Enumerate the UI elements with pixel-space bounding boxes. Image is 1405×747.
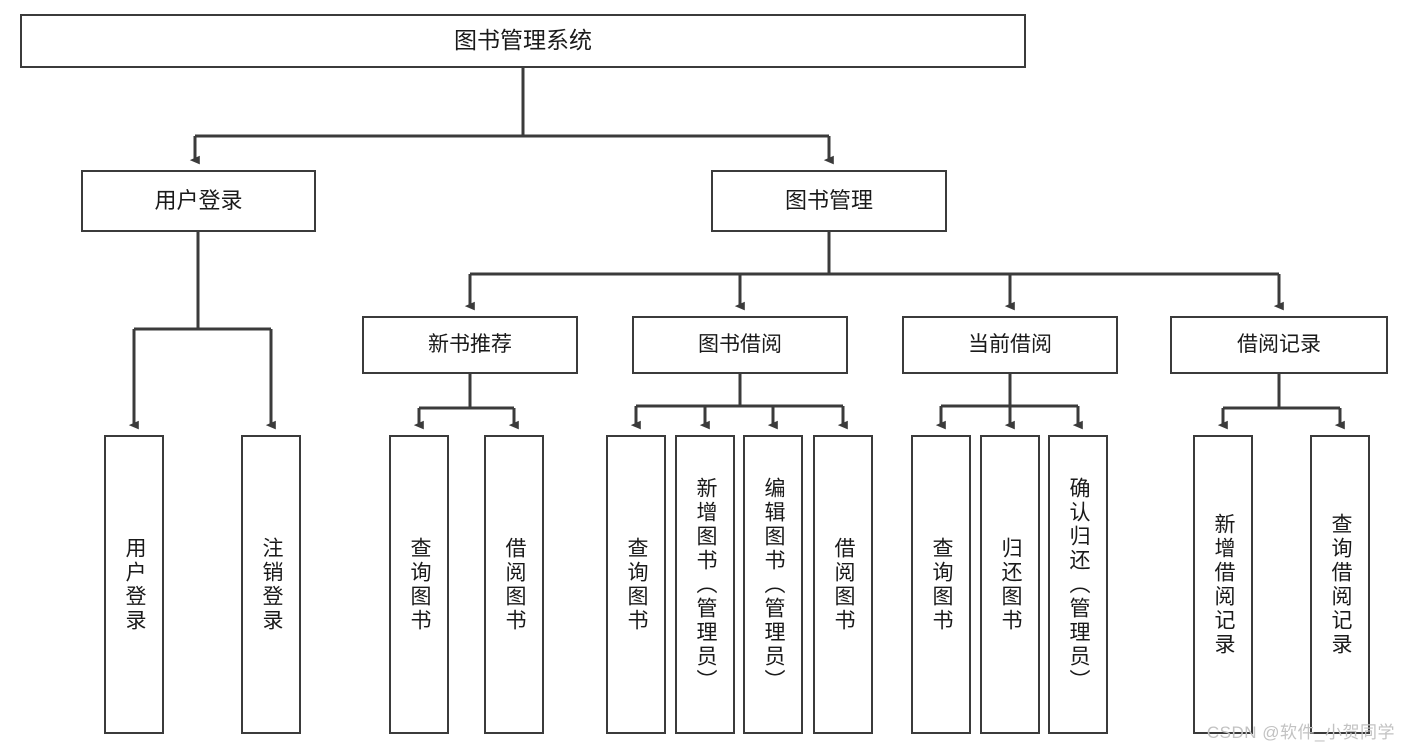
node-label: 新增借阅记录 bbox=[1212, 512, 1236, 657]
node-label: 图书借阅 bbox=[698, 332, 782, 356]
node-leaf-borrow-book-2[interactable]: 借阅图书 bbox=[813, 435, 873, 734]
node-leaf-add-record[interactable]: 新增借阅记录 bbox=[1193, 435, 1253, 734]
node-leaf-user-login[interactable]: 用户登录 bbox=[104, 435, 164, 734]
node-current-borrow[interactable]: 当前借阅 bbox=[902, 316, 1118, 374]
node-label: 查询图书 bbox=[930, 536, 954, 633]
node-label: 图书管理系统 bbox=[454, 27, 592, 54]
node-leaf-confirm-return[interactable]: 确认归还（管理员） bbox=[1048, 435, 1108, 734]
node-leaf-query-book-2[interactable]: 查询图书 bbox=[606, 435, 666, 734]
node-label: 当前借阅 bbox=[968, 332, 1052, 356]
node-leaf-borrow-book-1[interactable]: 借阅图书 bbox=[484, 435, 544, 734]
node-label: 新增图书（管理员） bbox=[694, 476, 718, 693]
node-label: 借阅记录 bbox=[1237, 332, 1321, 356]
node-leaf-return-book[interactable]: 归还图书 bbox=[980, 435, 1040, 734]
node-leaf-edit-book[interactable]: 编辑图书（管理员） bbox=[743, 435, 803, 734]
node-book-borrow[interactable]: 图书借阅 bbox=[632, 316, 848, 374]
node-label: 查询图书 bbox=[625, 536, 649, 633]
node-root-system[interactable]: 图书管理系统 bbox=[20, 14, 1026, 68]
node-label: 查询借阅记录 bbox=[1329, 512, 1353, 657]
node-borrow-record[interactable]: 借阅记录 bbox=[1170, 316, 1388, 374]
node-leaf-logout-login[interactable]: 注销登录 bbox=[241, 435, 301, 734]
node-label: 注销登录 bbox=[260, 536, 284, 633]
node-leaf-query-record[interactable]: 查询借阅记录 bbox=[1310, 435, 1370, 734]
node-leaf-query-book-3[interactable]: 查询图书 bbox=[911, 435, 971, 734]
node-label: 借阅图书 bbox=[503, 536, 527, 633]
node-new-book-recommend[interactable]: 新书推荐 bbox=[362, 316, 578, 374]
node-label: 编辑图书（管理员） bbox=[762, 476, 786, 693]
node-leaf-query-book-1[interactable]: 查询图书 bbox=[389, 435, 449, 734]
node-label: 用户登录 bbox=[154, 187, 243, 213]
node-book-management[interactable]: 图书管理 bbox=[711, 170, 947, 232]
node-label: 借阅图书 bbox=[832, 536, 856, 633]
node-label: 确认归还（管理员） bbox=[1067, 476, 1091, 693]
node-leaf-add-book[interactable]: 新增图书（管理员） bbox=[675, 435, 735, 734]
node-user-login[interactable]: 用户登录 bbox=[81, 170, 316, 232]
csdn-watermark: CSDN @软件_小贺同学 bbox=[1206, 723, 1395, 742]
node-label: 用户登录 bbox=[123, 536, 147, 633]
node-label: 查询图书 bbox=[408, 536, 432, 633]
node-label: 新书推荐 bbox=[428, 332, 512, 356]
node-label: 归还图书 bbox=[999, 536, 1023, 633]
node-label: 图书管理 bbox=[784, 187, 873, 213]
